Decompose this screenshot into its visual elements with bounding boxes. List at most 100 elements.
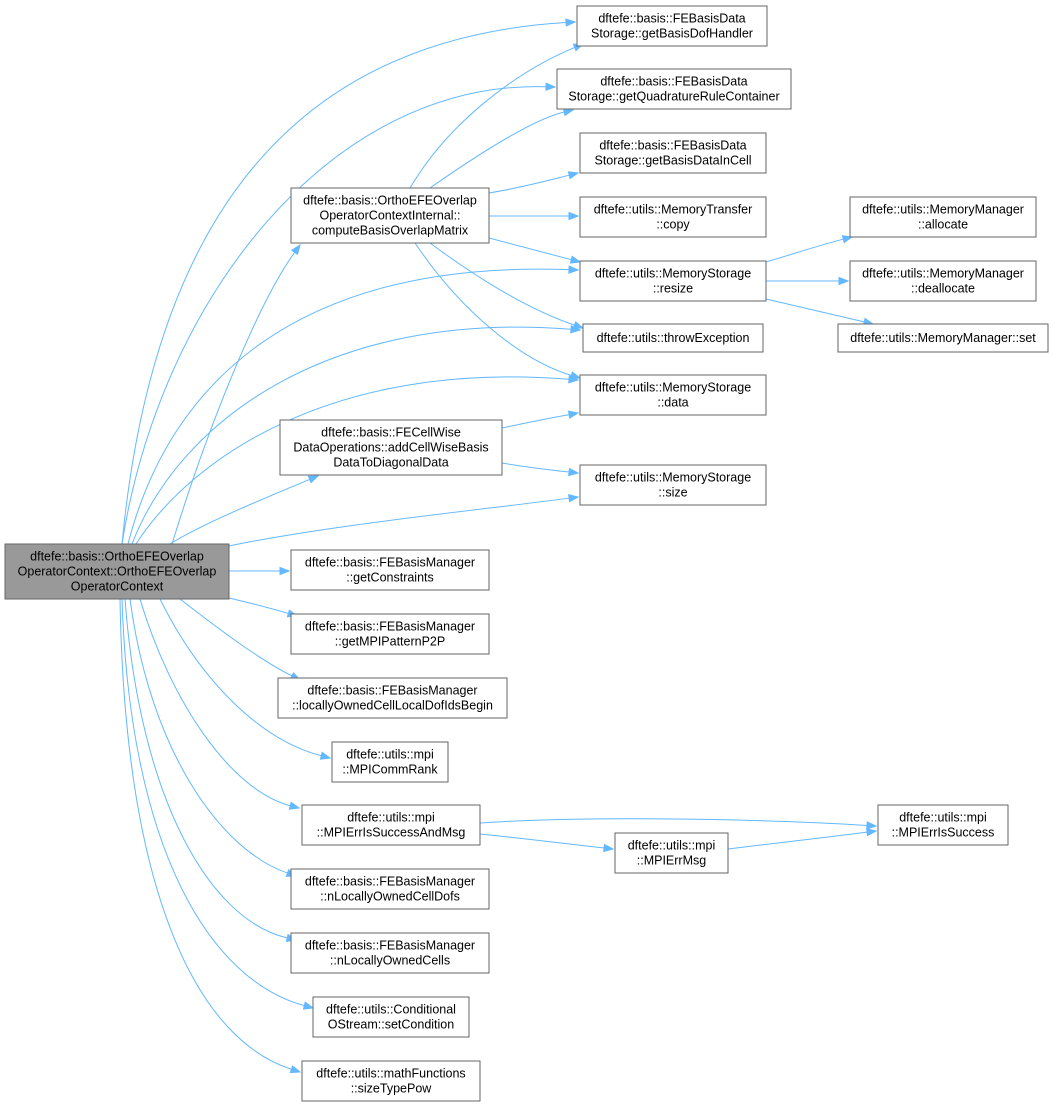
- node-box[interactable]: [312, 996, 470, 1038]
- arrowhead: [569, 255, 582, 264]
- arrowhead: [568, 265, 580, 274]
- edge-line: [479, 818, 868, 826]
- edge-line: [429, 242, 575, 326]
- node-mpi-err-is-success[interactable]: dftefe::utils::mpi::MPIErrIsSuccess: [877, 804, 1009, 846]
- node-get-constraints[interactable]: dftefe::basis::FEBasisManager::getConstr…: [290, 549, 490, 591]
- edge-root-to-memory-storage-size: [228, 494, 580, 547]
- node-n-locally-owned-cells[interactable]: dftefe::basis::FEBasisManager::nLocallyO…: [290, 932, 490, 974]
- node-label-line: DataOperations::addCellWiseBasis: [293, 441, 488, 455]
- node-mpi-err-msg[interactable]: dftefe::utils::mpi::MPIErrMsg: [614, 832, 729, 874]
- node-label-line: OperatorContext::OrthoEFEOverlap: [18, 565, 217, 579]
- node-label-line: Storage::getQuadratureRuleContainer: [568, 90, 779, 104]
- node-mpi-err-is-success-and-msg[interactable]: dftefe::utils::mpi::MPIErrIsSuccessAndMs…: [301, 804, 481, 846]
- node-label-line: OperatorContext: [71, 580, 164, 594]
- node-box[interactable]: [849, 260, 1037, 302]
- arrowhead: [565, 18, 577, 27]
- node-compute-basis-overlap-matrix[interactable]: dftefe::basis::OrthoEFEOverlapOperatorCo…: [290, 187, 490, 244]
- edge-line: [179, 598, 293, 677]
- node-label-line: dftefe::utils::MemoryManager: [862, 203, 1024, 217]
- edge-line: [171, 251, 296, 545]
- edge-line: [501, 462, 570, 473]
- edge-line: [139, 598, 291, 807]
- node-box[interactable]: [301, 804, 481, 846]
- node-root[interactable]: dftefe::basis::OrthoEFEOverlapOperatorCo…: [4, 543, 230, 600]
- node-label-line: dftefe::utils::mpi: [347, 811, 435, 825]
- node-mpi-comm-rank[interactable]: dftefe::utils::mpi::MPICommRank: [331, 741, 449, 783]
- node-set-condition[interactable]: dftefe::utils::ConditionalOStream::setCo…: [312, 996, 470, 1038]
- node-memory-transfer-copy[interactable]: dftefe::utils::MemoryTransfer::copy: [579, 196, 767, 238]
- edge-line: [121, 598, 305, 1007]
- node-size-type-pow[interactable]: dftefe::utils::mathFunctions::sizeTypePo…: [301, 1060, 481, 1102]
- node-get-mpipattern-p2-p[interactable]: dftefe::basis::FEBasisManager::getMPIPat…: [290, 613, 490, 655]
- edge-line: [169, 478, 310, 545]
- edge-root-to-memory-storage-resize: [127, 265, 580, 545]
- node-box[interactable]: [579, 374, 767, 416]
- edge-line: [131, 326, 572, 545]
- node-box[interactable]: [331, 741, 449, 783]
- edge-root-to-size-type-pow: [119, 598, 302, 1074]
- node-box[interactable]: [4, 543, 230, 600]
- node-label-line: ::data: [657, 396, 688, 410]
- node-box[interactable]: [582, 323, 764, 353]
- arrowhead: [838, 276, 850, 286]
- edge-line: [121, 86, 547, 545]
- node-label-line: dftefe::utils::mathFunctions: [316, 1067, 465, 1081]
- node-memory-manager-set[interactable]: dftefe::utils::MemoryManager::set: [837, 323, 1049, 353]
- edge-line: [727, 831, 868, 850]
- node-box[interactable]: [290, 187, 490, 244]
- node-box[interactable]: [277, 677, 508, 719]
- node-label-line: dftefe::utils::throwException: [597, 331, 750, 345]
- node-box[interactable]: [579, 196, 767, 238]
- node-label-line: dftefe::utils::mpi: [899, 811, 987, 825]
- node-box[interactable]: [614, 832, 729, 874]
- edge-line: [765, 238, 844, 263]
- node-memory-storage-data[interactable]: dftefe::utils::MemoryStorage::data: [579, 374, 767, 416]
- edge-add-cell-wise-basis-to-memory-storage-data: [501, 410, 580, 429]
- node-get-basis-data-in-cell[interactable]: dftefe::basis::FEBasisDataStorage::getBa…: [579, 132, 767, 174]
- edge-line: [765, 298, 865, 323]
- node-memory-storage-resize[interactable]: dftefe::utils::MemoryStorage::resize: [579, 260, 767, 302]
- node-box[interactable]: [290, 932, 490, 974]
- edge-root-to-n-locally-owned-cell-dofs: [129, 598, 298, 877]
- node-box[interactable]: [290, 868, 490, 910]
- edge-line: [414, 242, 572, 376]
- node-box[interactable]: [579, 132, 767, 174]
- edge-line: [159, 598, 322, 757]
- node-get-quadrature-rule-container[interactable]: dftefe::basis::FEBasisDataStorage::getQu…: [556, 68, 792, 110]
- edge-line: [429, 111, 565, 189]
- node-throw-exception[interactable]: dftefe::utils::throwException: [582, 323, 764, 353]
- edge-add-cell-wise-basis-to-memory-storage-size: [501, 462, 580, 477]
- node-locally-owned-cell-local-dof-ids-begin[interactable]: dftefe::basis::FEBasisManager::locallyOw…: [277, 677, 508, 719]
- node-box[interactable]: [877, 804, 1009, 846]
- node-add-cell-wise-basis[interactable]: dftefe::basis::FECellWiseDataOperations:…: [279, 419, 503, 476]
- node-label-line: ::resize: [653, 282, 693, 296]
- node-get-basis-dof-handler[interactable]: dftefe::basis::FEBasisDataStorage::getBa…: [576, 5, 768, 47]
- arrowhead: [567, 171, 580, 180]
- arrowhead: [288, 801, 301, 810]
- node-box[interactable]: [579, 464, 767, 506]
- edge-memory-storage-resize-to-memory-manager-allocate: [765, 235, 854, 263]
- node-box[interactable]: [576, 5, 768, 47]
- node-label-line: ::nLocallyOwnedCellDofs: [320, 890, 460, 904]
- node-box[interactable]: [579, 260, 767, 302]
- node-box[interactable]: [290, 549, 490, 591]
- node-box[interactable]: [301, 1060, 481, 1102]
- edge-memory-storage-resize-to-memory-manager-set: [765, 298, 875, 326]
- node-label-line: ::sizeTypePow: [351, 1082, 433, 1096]
- node-box[interactable]: [556, 68, 792, 110]
- node-box[interactable]: [849, 196, 1037, 238]
- node-box[interactable]: [290, 613, 490, 655]
- node-box[interactable]: [279, 419, 503, 476]
- node-memory-manager-allocate[interactable]: dftefe::utils::MemoryManager::allocate: [849, 196, 1037, 238]
- node-memory-manager-deallocate[interactable]: dftefe::utils::MemoryManager::deallocate: [849, 260, 1037, 302]
- edge-compute-basis-overlap-matrix-to-memory-storage-resize: [488, 237, 582, 264]
- node-box[interactable]: [837, 323, 1049, 353]
- arrowhead: [568, 211, 580, 221]
- arrowhead: [603, 843, 615, 853]
- node-label-line: dftefe::utils::MemoryManager::set: [850, 331, 1036, 345]
- node-label-line: Storage::getBasisDataInCell: [594, 154, 751, 168]
- arrowhead: [567, 410, 580, 419]
- node-memory-storage-size[interactable]: dftefe::utils::MemoryStorage::size: [579, 464, 767, 506]
- node-n-locally-owned-cell-dofs[interactable]: dftefe::basis::FEBasisManager::nLocallyO…: [290, 868, 490, 910]
- node-label-line: dftefe::utils::MemoryStorage: [595, 267, 751, 281]
